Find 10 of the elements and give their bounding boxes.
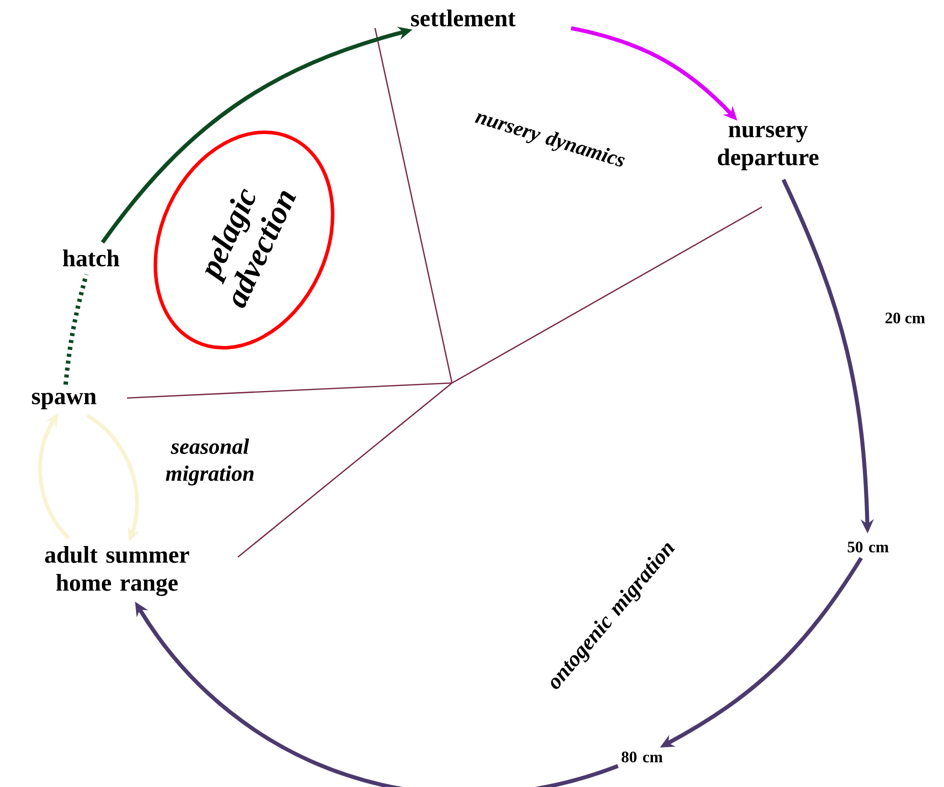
stage-label: spawn [32, 392, 96, 410]
stage-label: hatch [62, 250, 120, 266]
stage-label: 50 cm [848, 542, 889, 552]
region-label: nursery dynamics [474, 113, 625, 166]
stage-label: adult summer home range [45, 546, 190, 596]
stage-label: 80 cm [622, 752, 663, 762]
stage-label: settlement [411, 10, 516, 26]
stage-label: nursery departure [718, 126, 818, 170]
edge-label: 20 cm [884, 312, 926, 324]
region-label: seasonal migration [166, 438, 254, 486]
